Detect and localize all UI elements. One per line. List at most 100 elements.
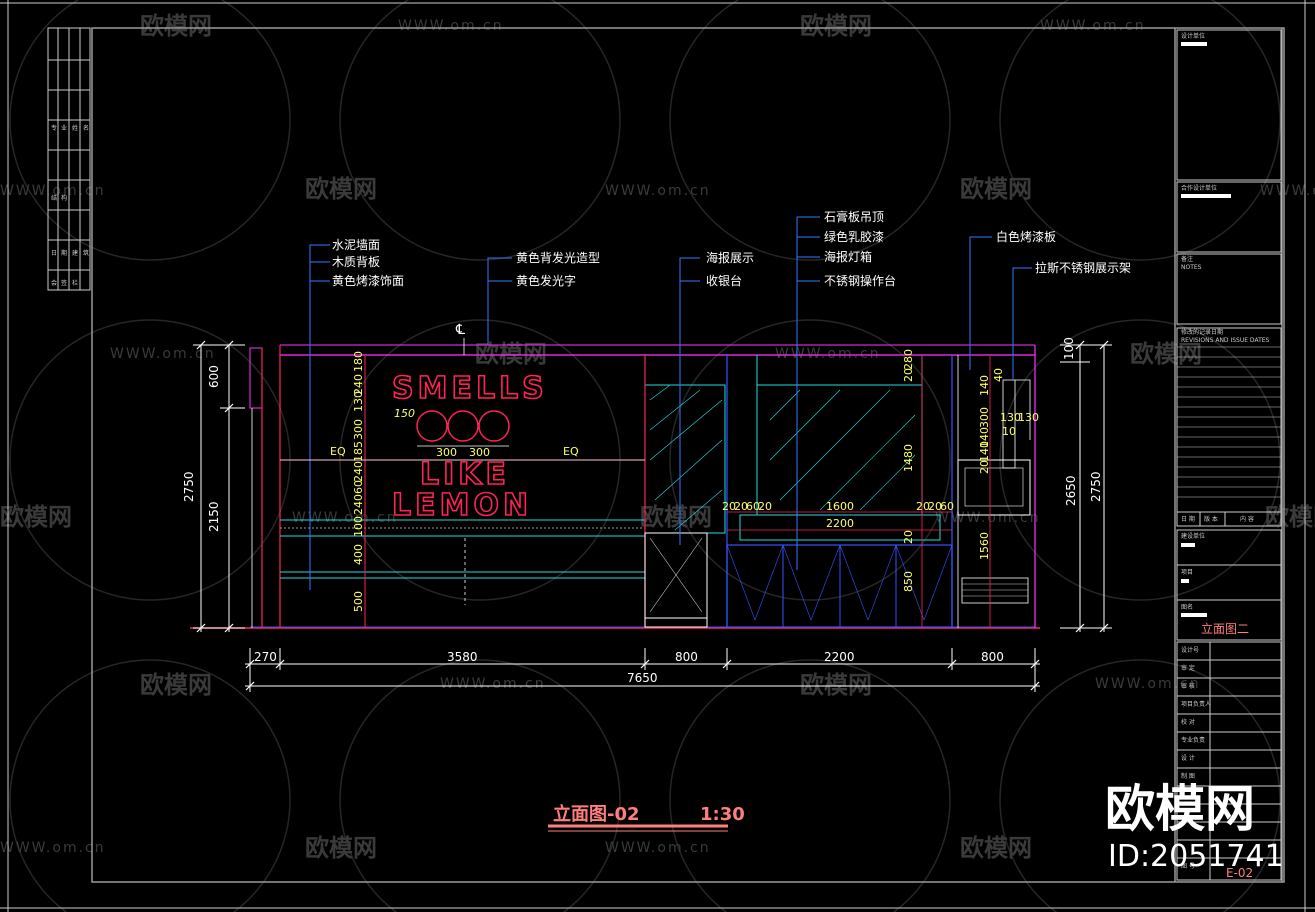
- dim-left: 2150: [207, 501, 221, 532]
- tb-redacted-bar: [1181, 543, 1195, 547]
- watermark-url: WWW.om.cn: [1040, 18, 1146, 34]
- dim-center: 60: [746, 500, 760, 513]
- dim-circle-dia: 150: [394, 407, 415, 420]
- dim-right: 2650: [1064, 475, 1078, 506]
- dim-total: 7650: [627, 671, 658, 685]
- dim-bottom: 270: [254, 650, 277, 664]
- corner-watermark: 欧模网 ID:2051741: [1105, 780, 1284, 874]
- watermark-brand: 欧模网: [960, 175, 1032, 203]
- dim-center: 20: [902, 368, 915, 382]
- watermark-url: WWW.om.cn: [440, 676, 546, 692]
- dim-sign: 400: [352, 544, 365, 565]
- dim-sign: 240: [352, 461, 365, 482]
- note-steel-rack: 拉斯不锈钢展示架: [1035, 260, 1131, 275]
- tb-redacted-bar: [1181, 613, 1207, 617]
- dim-sign: 130: [352, 391, 365, 412]
- strip-label: 栏: [72, 279, 78, 287]
- watermark-url: WWW.om.cn: [1260, 183, 1315, 199]
- dim-sign: 240: [352, 494, 365, 515]
- dim-left: 2750: [182, 471, 196, 502]
- drawing-scale: 1:30: [700, 804, 745, 825]
- tb-field: 项目: [1181, 569, 1193, 576]
- tb-field: 项目负责人: [1181, 700, 1211, 708]
- dim-sign: 500: [352, 591, 365, 612]
- note-steel-counter: 不锈钢操作台: [824, 273, 896, 288]
- dim-center: 2200: [826, 517, 854, 530]
- drawing-title: 立面图-02 1:30: [548, 803, 745, 832]
- dimension-ticks: [196, 340, 1109, 691]
- dim-center: 20: [758, 500, 772, 513]
- watermark-url: WWW.om.cn: [1095, 676, 1201, 692]
- watermark-brand: 欧模网: [140, 12, 212, 40]
- annotation-labels: 水泥墙面 木质背板 黄色烤漆饰面 黄色背发光造型 黄色发光字 海报展示 收银台 …: [332, 209, 1131, 288]
- sign-circle: [416, 410, 448, 442]
- dim-center: 20: [734, 500, 748, 513]
- note-poster-lightbox: 海报灯箱: [824, 249, 872, 264]
- watermark-brand: 欧模网: [1130, 340, 1202, 368]
- dim-rack: 130: [1000, 411, 1021, 424]
- tb-field: 建设单位: [1181, 532, 1205, 540]
- strip-label: 姓: [72, 124, 78, 132]
- watermark-brand: 欧模网: [960, 834, 1032, 862]
- drawing-title-text: 立面图-02: [553, 803, 640, 825]
- tb-field: 设计号: [1181, 646, 1199, 654]
- dim-sign: 185: [352, 441, 365, 462]
- dim-center: 20: [928, 500, 942, 513]
- dim-bottom: 800: [981, 650, 1004, 664]
- dim-center: 280: [902, 349, 915, 370]
- dim-circle: 300: [436, 446, 457, 459]
- watermark-brand: 欧模网: [640, 503, 712, 531]
- sheet-frame: [91, 27, 1285, 883]
- strip-label: 结: [51, 194, 57, 202]
- dim-rack: 140: [978, 427, 991, 448]
- watermark-url: WWW.om.cn: [605, 840, 711, 856]
- note-cement-wall: 水泥墙面: [332, 238, 380, 252]
- watermark-brand: 欧模网: [475, 340, 547, 368]
- note-white-paint-board: 白色烤漆板: [996, 229, 1056, 244]
- note-yellow-backlit: 黄色背发光造型: [516, 250, 600, 265]
- dim-rack: 1560: [978, 532, 991, 560]
- tb-field: 校 对: [1181, 718, 1195, 726]
- dim-rack: 40: [992, 368, 1005, 382]
- dim-rack: 140: [978, 375, 991, 396]
- tb-field: 版 本: [1204, 515, 1218, 523]
- note-yellow-paint-finish: 黄色烤漆饰面: [332, 273, 404, 288]
- strip-label: 构: [61, 194, 67, 202]
- sign-text-like: LIKE: [420, 457, 510, 492]
- watermark-big-brand: 欧模网: [1105, 780, 1255, 838]
- watermark-url: WWW.om.cn: [292, 510, 398, 526]
- note-gypsum-ceiling: 石膏板吊顶: [824, 209, 884, 224]
- dim-rack: 20: [978, 460, 991, 474]
- tb-field: 备注: [1181, 255, 1193, 263]
- dim-bottom: 800: [675, 650, 698, 664]
- watermark-brand: 欧模网: [305, 175, 377, 203]
- strip-label: 建: [72, 249, 78, 257]
- watermark-url: WWW.om.cn: [775, 346, 881, 362]
- tb-field: REVISIONS AND ISSUE DATES: [1181, 337, 1270, 344]
- watermark-url: WWW.om.cn: [110, 346, 216, 362]
- strip-label: 专: [51, 124, 57, 132]
- dim-eq: EQ: [330, 445, 346, 458]
- watermark-url: WWW.om.cn: [605, 183, 711, 199]
- tb-field: 审 定: [1181, 664, 1195, 672]
- note-green-latex-paint: 绿色乳胶漆: [824, 229, 884, 244]
- dim-sign: 300: [352, 419, 365, 440]
- dim-center: 850: [902, 571, 915, 592]
- watermark-brand: 欧模网: [140, 671, 212, 699]
- title-block: 设计单位 合作设计单位 备注 NOTES 修改的记录日期 REVISIONS A…: [1176, 29, 1282, 881]
- tb-redacted-bar: [1181, 42, 1207, 46]
- note-poster-display: 海报展示: [706, 250, 754, 265]
- strip-label: 筑: [83, 249, 89, 257]
- watermark-brand: 欧模网: [305, 834, 377, 862]
- dim-sign: 240: [352, 374, 365, 395]
- note-yellow-letters: 黄色发光字: [516, 273, 576, 288]
- dim-eq: EQ: [563, 445, 579, 458]
- dimension-lines: [193, 344, 1112, 692]
- sheet-name: 立面图二: [1201, 621, 1249, 636]
- tb-field: 制 图: [1181, 772, 1195, 780]
- note-wood-backboard: 木质背板: [332, 255, 380, 269]
- dim-bottom: 3580: [447, 650, 478, 664]
- dim-rack: 10: [1002, 425, 1016, 438]
- watermark-url: WWW.om.cn: [0, 840, 106, 856]
